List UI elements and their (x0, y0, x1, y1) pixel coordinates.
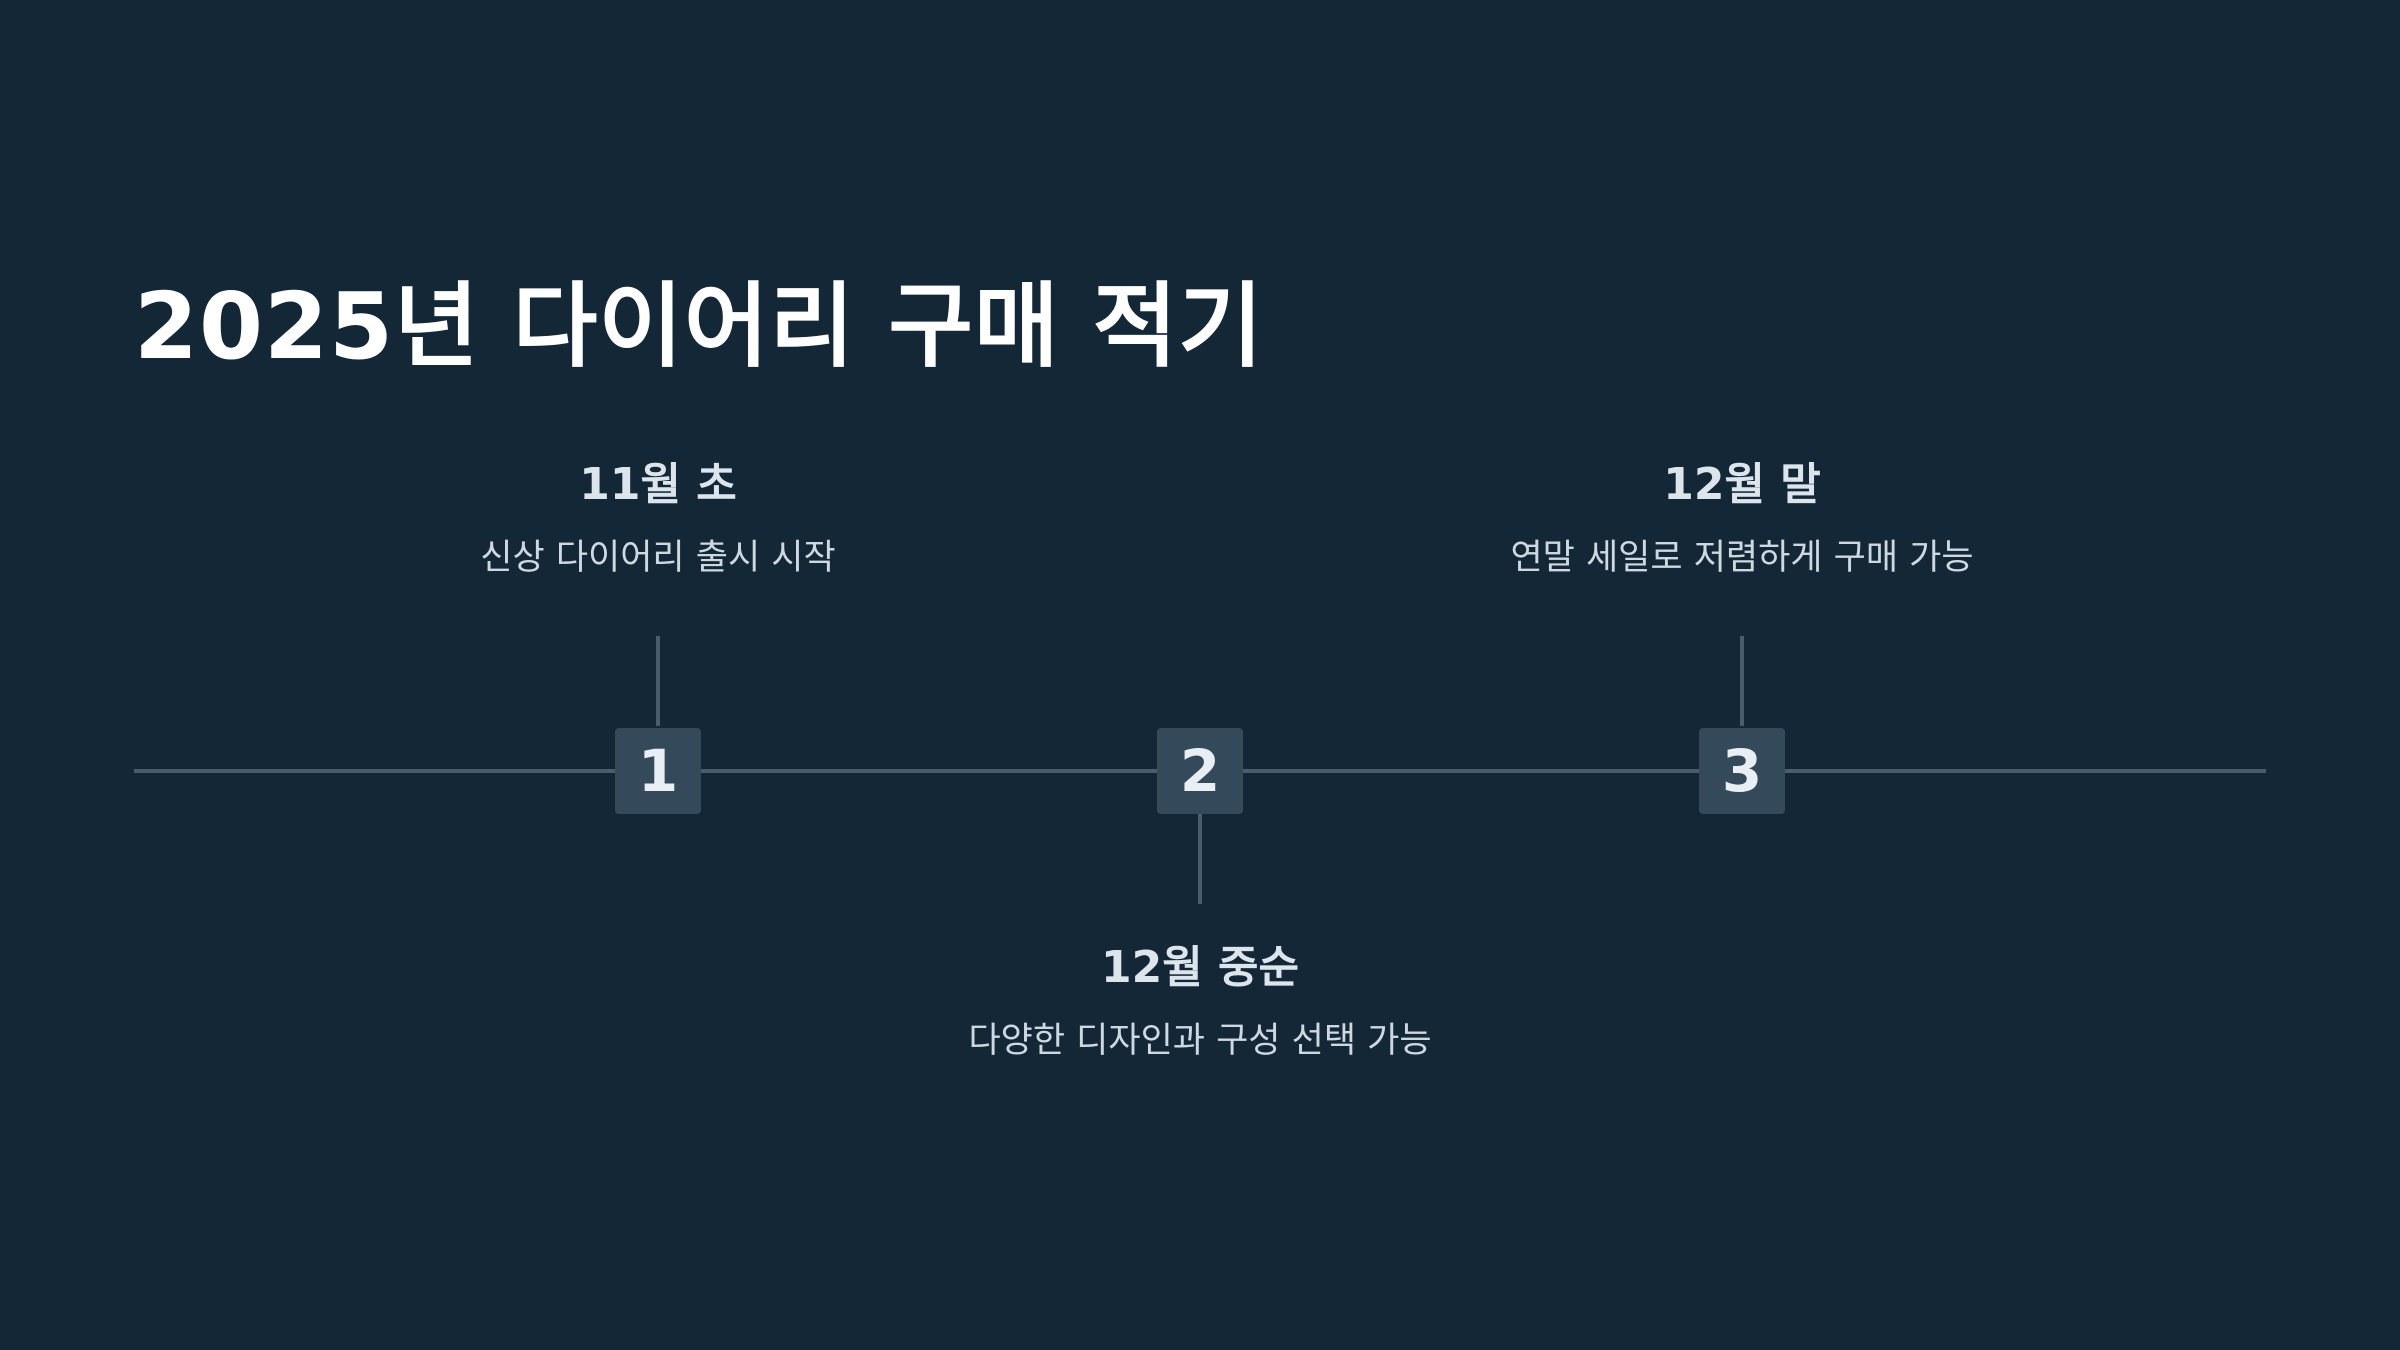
milestone-3-connector (1740, 636, 1744, 726)
milestone-1: 11월 초 신상 다이어리 출시 시작 (338, 455, 978, 583)
milestone-description: 연말 세일로 저렴하게 구매 가능 (1510, 538, 1974, 578)
milestone-1-connector (656, 636, 660, 726)
page-title: 2025년 다이어리 구매 적기 (134, 273, 1264, 380)
milestone-description: 다양한 디자인과 구성 선택 가능 (968, 1021, 1432, 1061)
milestone-2: 12월 중순 다양한 디자인과 구성 선택 가능 (880, 938, 1520, 1066)
milestone-3: 12월 말 연말 세일로 저렴하게 구매 가능 (1422, 455, 2062, 583)
milestone-3-marker: 3 (1699, 728, 1785, 814)
milestone-description: 신상 다이어리 출시 시작 (480, 538, 836, 578)
milestone-2-marker: 2 (1157, 728, 1243, 814)
milestone-1-marker: 1 (615, 728, 701, 814)
milestone-date: 12월 중순 (1101, 942, 1299, 993)
milestone-date: 12월 말 (1663, 459, 1821, 510)
milestone-2-connector (1198, 814, 1202, 904)
milestone-date: 11월 초 (579, 459, 737, 510)
